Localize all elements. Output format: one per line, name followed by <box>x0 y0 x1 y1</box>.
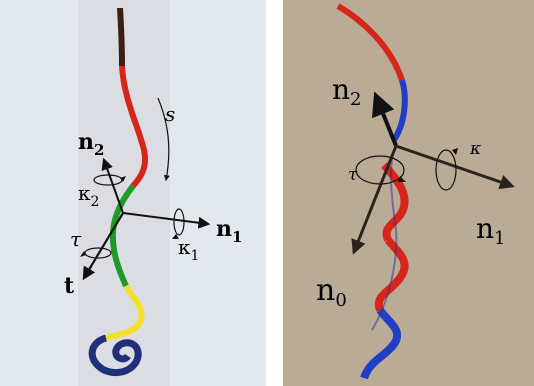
right-n0-label: n0 <box>316 273 347 311</box>
right-kappa-rotation-tip <box>452 148 458 155</box>
right-kappa-rotation-loop <box>435 149 457 191</box>
right-kappa-label: κ <box>469 139 481 159</box>
right-tau-rotation-loop <box>355 155 405 185</box>
right-tau-rotation-tip <box>398 176 406 182</box>
right-helix-red-1 <box>381 162 409 242</box>
left-panel: s n2 κ2 n1 κ1 τ t <box>0 0 266 386</box>
left-kappa1-rotation-loop <box>173 208 185 236</box>
left-arclength-arrow <box>157 97 170 182</box>
left-kappa1-label: κ1 <box>178 235 199 264</box>
right-n2-label: n2 <box>332 73 362 110</box>
left-t-arrow <box>82 212 124 281</box>
left-tau-rotation-tip <box>80 251 86 257</box>
left-filament-yellow-segment <box>105 284 145 341</box>
right-n0-arrow <box>351 145 398 255</box>
right-tau-label: τ <box>348 165 358 185</box>
left-t-label: t <box>64 273 75 299</box>
left-n1-arrow <box>122 212 211 229</box>
left-n2-label: n2 <box>78 129 104 159</box>
left-n2-arrow <box>101 157 124 214</box>
right-filament-blue-upper <box>391 79 408 142</box>
left-filament-red-segment <box>119 65 148 188</box>
left-arclength-label: s <box>165 102 175 126</box>
right-n1-arrow <box>395 144 515 190</box>
left-tau-label: τ <box>70 227 82 251</box>
left-n1-label: n1 <box>216 216 242 246</box>
right-filament-red-upper <box>336 3 405 81</box>
right-n1-label: n1 <box>476 212 506 249</box>
left-filament-green-segment <box>109 184 136 288</box>
left-filament-brown-segment <box>117 7 125 67</box>
right-helix-blue-1 <box>360 307 402 380</box>
left-filament-blue-coil <box>88 334 142 377</box>
left-kappa2-rotation-tip <box>120 176 126 182</box>
left-kappa1-rotation-tip <box>172 234 179 239</box>
right-n2-arrow <box>371 91 398 147</box>
right-panel-background <box>283 0 534 386</box>
left-kappa2-label: κ2 <box>78 181 99 210</box>
right-helix-dark-strand <box>371 149 398 331</box>
right-panel: n2 n1 n0 τ κ <box>283 0 534 386</box>
